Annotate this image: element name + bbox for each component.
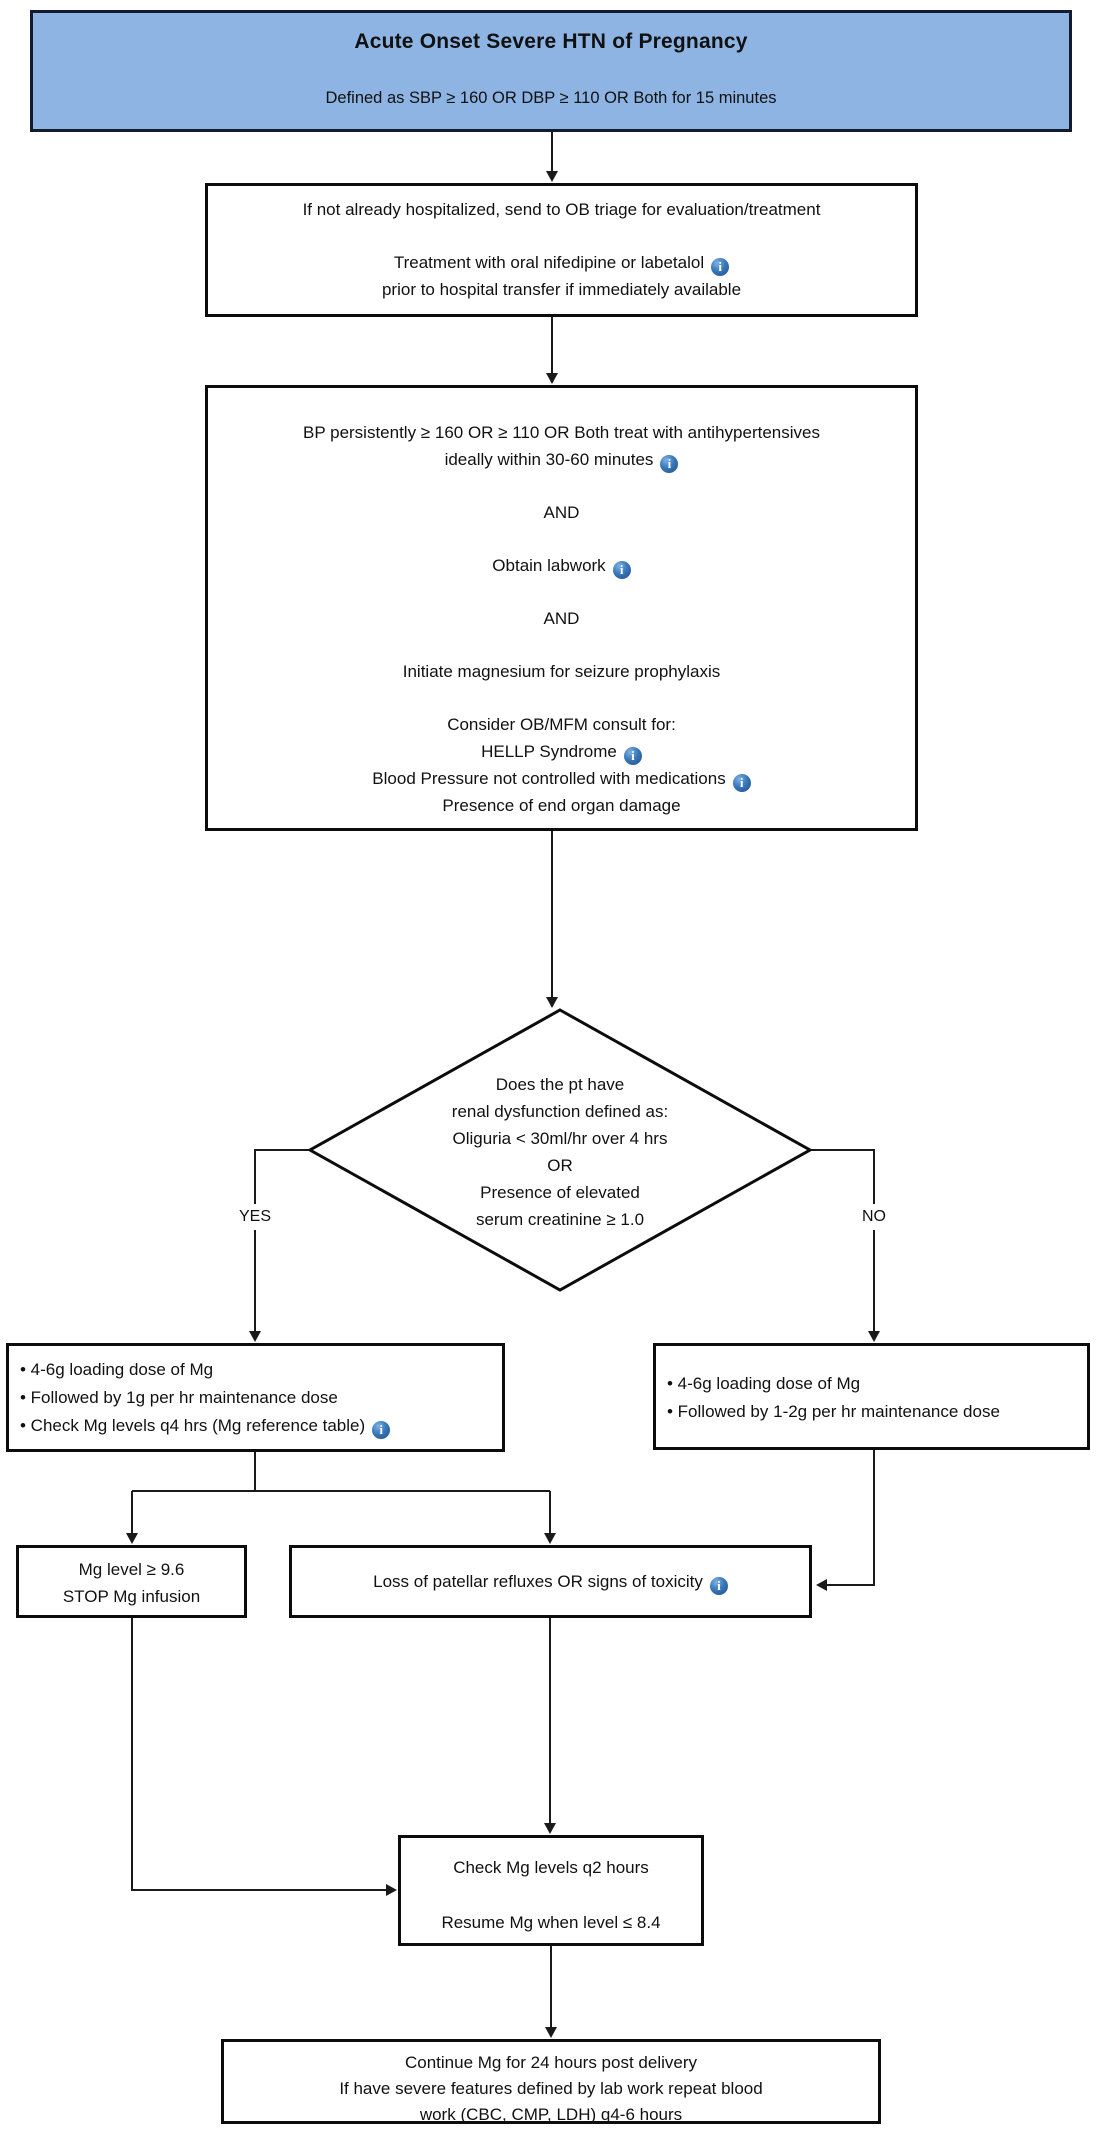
triage-transfer-line: prior to hospital transfer if immediatel…	[381, 280, 742, 299]
title-definition: Defined as SBP ≥ 160 OR DBP ≥ 110 OR Bot…	[325, 89, 777, 107]
mg-no-box: • 4-6g loading dose of Mg • Followed by …	[653, 1343, 1090, 1450]
arrow-no-to-toxicity	[816, 1450, 875, 1591]
page-title: Acute Onset Severe HTN of Pregnancy	[354, 30, 748, 53]
title-box: Acute Onset Severe HTN of Pregnancy Defi…	[30, 10, 1072, 132]
consult-heading: Consider OB/MFM consult for:	[447, 715, 676, 734]
info-icon[interactable]: i	[711, 258, 730, 276]
mg-yes-bullet: • Check Mg levels q4 hrs (Mg reference t…	[20, 1412, 502, 1440]
mg-no-bullet: • Followed by 1-2g per hr maintenance do…	[667, 1402, 1000, 1421]
mg-no-bullet: • 4-6g loading dose of Mg	[667, 1374, 861, 1393]
info-icon[interactable]: i	[612, 561, 631, 579]
triage-line: If not already hospitalized, send to OB …	[302, 200, 821, 219]
info-icon[interactable]: i	[623, 747, 642, 765]
mg-yes-bullet: • 4-6g loading dose of Mg	[20, 1360, 214, 1379]
and-separator: AND	[543, 609, 580, 628]
connector-no-branch	[810, 1149, 880, 1342]
toxicity-box: Loss of patellar refluxes OR signs of to…	[289, 1545, 812, 1618]
info-icon[interactable]: i	[732, 774, 751, 792]
final-box: Continue Mg for 24 hours post delivery I…	[221, 2039, 881, 2124]
yes-label: YES	[230, 1204, 280, 1230]
triage-treatment-line: Treatment with oral nifedipine or labeta…	[208, 249, 915, 276]
and-separator: AND	[543, 503, 580, 522]
triage-box: If not already hospitalized, send to OB …	[205, 183, 918, 317]
mg-yes-box: • 4-6g loading dose of Mg • Followed by …	[6, 1343, 505, 1452]
arrow-stop-to-recheck	[131, 1618, 397, 1896]
info-icon[interactable]: i	[372, 1421, 391, 1439]
bp-persistent-line: BP persistently ≥ 160 OR ≥ 110 OR Both t…	[303, 423, 820, 442]
decision-text: Does the pt have renal dysfunction defin…	[451, 1075, 669, 1229]
no-label: NO	[851, 1204, 897, 1230]
mg-yes-bullet: • Followed by 1g per hr maintenance dose	[20, 1388, 338, 1407]
treatment-box: BP persistently ≥ 160 OR ≥ 110 OR Both t…	[205, 385, 918, 831]
magnesium-line: Initiate magnesium for seizure prophylax…	[402, 662, 721, 681]
end-organ-line: Presence of end organ damage	[442, 796, 681, 815]
bp-not-controlled-line: Blood Pressure not controlled with medic…	[208, 765, 915, 792]
decision-diamond	[306, 1008, 814, 1292]
toxicity-line: Loss of patellar refluxes OR signs of to…	[373, 1568, 728, 1595]
info-icon[interactable]: i	[660, 455, 679, 473]
info-icon[interactable]: i	[709, 1577, 728, 1595]
stop-infusion-box: Mg level ≥ 9.6 STOP Mg infusion	[16, 1545, 247, 1618]
recheck-box: Check Mg levels q2 hours Resume Mg when …	[398, 1835, 704, 1946]
connector-yes-branch	[249, 1149, 310, 1342]
